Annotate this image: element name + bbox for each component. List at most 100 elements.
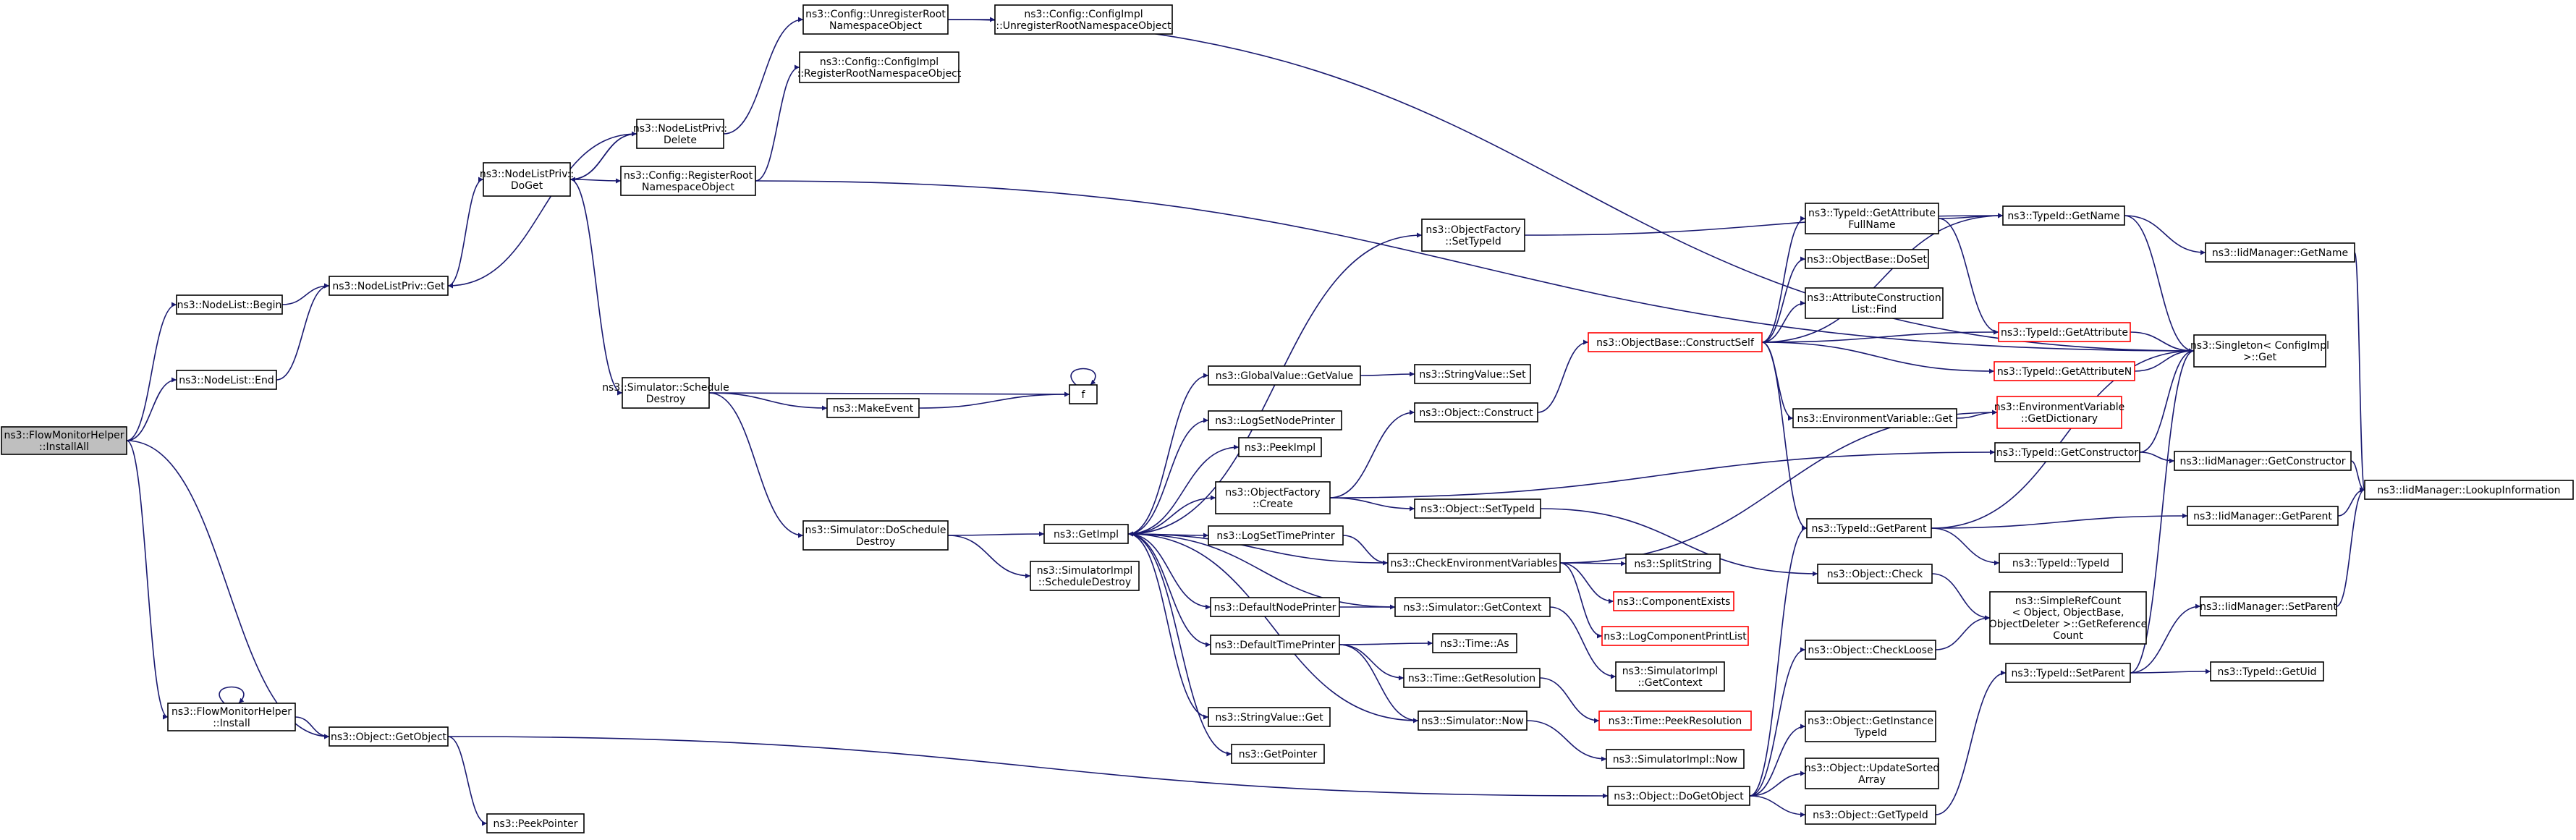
function-node-getobject[interactable]: ns3::Object::GetObject	[329, 726, 449, 747]
call-edge-cfg_reg-to-cfgimpl_reg	[755, 64, 800, 182]
function-node-gv_getvalue[interactable]: ns3::GlobalValue::GetValue	[1208, 365, 1361, 386]
function-node-tid_getname[interactable]: ns3::TypeId::GetName	[2002, 205, 2125, 226]
function-node-install[interactable]: ns3::FlowMonitorHelper::Install	[167, 703, 296, 731]
function-node-tid_getuid[interactable]: ns3::TypeId::GetUid	[2210, 661, 2324, 682]
node-box	[1817, 564, 1933, 584]
function-node-peekimpl[interactable]: ns3::PeekImpl	[1238, 437, 1322, 457]
node-box	[486, 813, 585, 833]
function-node-simimpl_now[interactable]: ns3::SimulatorImpl::Now	[1606, 749, 1745, 769]
function-node-logcompprint[interactable]: ns3::LogComponentPrintList	[1601, 626, 1749, 646]
function-node-logsettime[interactable]: ns3::LogSetTimePrinter	[1208, 525, 1344, 546]
function-node-nlp_delete[interactable]: ns3::NodeListPriv::Delete	[633, 119, 727, 149]
node-label-line: ns3::IidManager::GetConstructor	[2179, 456, 2345, 467]
node-label-line: ns3::TypeId::GetAttribute	[1808, 208, 1936, 219]
function-node-splitstring[interactable]: ns3::SplitString	[1625, 553, 1721, 574]
node-label-line: ns3::FlowMonitorHelper	[4, 430, 124, 441]
function-node-obj_dogetobject[interactable]: ns3::Object::DoGetObject	[1607, 786, 1750, 806]
function-node-obj_checkloose[interactable]: ns3::Object::CheckLoose	[1805, 640, 1936, 660]
function-node-of_settypeid[interactable]: ns3::ObjectFactory::SetTypeId	[1421, 219, 1525, 252]
node-label-line: ns3::ComponentExists	[1617, 596, 1731, 608]
function-node-sv_get[interactable]: ns3::StringValue::Get	[1208, 707, 1331, 727]
function-node-iid_getname[interactable]: ns3::IidManager::GetName	[2205, 242, 2355, 263]
function-node-tid_getattr[interactable]: ns3::TypeId::GetAttribute	[1998, 322, 2131, 342]
function-node-peekpointer[interactable]: ns3::PeekPointer	[486, 813, 585, 833]
node-label-line: ns3::ObjectBase::DoSet	[1807, 254, 1927, 266]
node-label-line: ns3::Object::GetInstance	[1808, 716, 1933, 727]
function-node-time_peekres[interactable]: ns3::Time::PeekResolution	[1598, 710, 1752, 731]
function-node-cfgimpl_reg[interactable]: ns3::Config::ConfigImpl::RegisterRootNam…	[797, 51, 962, 83]
node-box	[1421, 219, 1525, 252]
node-box	[1588, 332, 1763, 352]
function-node-tid_typeid[interactable]: ns3::TypeId::TypeId	[1999, 553, 2123, 573]
function-node-tid_setparent[interactable]: ns3::TypeId::SetParent	[2005, 663, 2131, 683]
function-node-iid_getconstructor[interactable]: ns3::IidManager::GetConstructor	[2174, 451, 2352, 471]
function-node-simplerefcount[interactable]: ns3::SimpleRefCount< Object, ObjectBase,…	[1989, 591, 2147, 645]
call-edge-cfg_unreg-to-singleton_get	[947, 19, 2195, 354]
function-node-tid_getconstructor[interactable]: ns3::TypeId::GetConstructor	[1994, 442, 2140, 462]
function-node-of_create[interactable]: ns3::ObjectFactory::Create	[1215, 481, 1331, 514]
call-edge-logsettime-to-checkenv	[1342, 535, 1389, 566]
function-node-envvar_getdict[interactable]: ns3::EnvironmentVariable::GetDictionary	[1994, 396, 2125, 429]
function-node-obj_settypeid[interactable]: ns3::Object::SetTypeId	[1414, 499, 1541, 519]
function-node-nlp_doget[interactable]: ns3::NodeListPriv::DoGet	[480, 162, 574, 197]
call-edge-tid_getconstructor-to-iid_getconstructor	[2139, 451, 2175, 464]
function-node-deftimeprinter[interactable]: ns3::DefaultTimePrinter	[1210, 635, 1340, 655]
function-node-begin[interactable]: ns3::NodeList::Begin	[176, 294, 283, 315]
function-node-obj_check[interactable]: ns3::Object::Check	[1817, 564, 1933, 584]
function-node-sim_now[interactable]: ns3::Simulator::Now	[1418, 710, 1528, 731]
node-label-line: ns3::DefaultTimePrinter	[1215, 640, 1336, 651]
function-node-ob_constructself[interactable]: ns3::ObjectBase::ConstructSelf	[1588, 332, 1763, 352]
function-node-nlp_get[interactable]: ns3::NodeListPriv::Get	[329, 276, 449, 296]
function-node-cfgimpl_unreg[interactable]: ns3::Config::ConfigImpl::UnregisterRootN…	[994, 4, 1173, 35]
call-edge-checkenv-to-logcompprint	[1559, 562, 1603, 639]
function-node-obj_construct[interactable]: ns3::Object::Construct	[1414, 402, 1538, 423]
function-node-time_as[interactable]: ns3::Time::As	[1432, 633, 1517, 653]
node-box	[329, 276, 449, 296]
call-edge-deftimeprinter-to-time_as	[1339, 640, 1433, 646]
node-box	[1989, 591, 2147, 645]
function-node-compexists[interactable]: ns3::ComponentExists	[1613, 591, 1734, 611]
function-node-simimpl_getcontext[interactable]: ns3::SimulatorImpl::GetContext	[1615, 661, 1725, 692]
function-node-envvar_get[interactable]: ns3::EnvironmentVariable::Get	[1792, 408, 1957, 428]
function-node-sim_getcontext[interactable]: ns3::Simulator::GetContext	[1394, 597, 1551, 617]
function-node-f[interactable]: f	[1069, 384, 1098, 404]
function-node-cfg_reg[interactable]: ns3::Config::RegisterRootNamespaceObject	[620, 166, 756, 196]
node-box	[1069, 384, 1098, 404]
function-node-root[interactable]: ns3::FlowMonitorHelper::InstallAll	[1, 426, 127, 455]
function-node-getpointer[interactable]: ns3::GetPointer	[1231, 744, 1325, 764]
call-edge-time_getres-to-time_peekres	[1539, 677, 1600, 724]
call-edge-checkenv-to-getimpl	[1127, 531, 1389, 564]
call-edge-tid_getattrfull-to-tid_getattr	[1938, 218, 1999, 335]
function-node-getimpl[interactable]: ns3::GetImpl	[1043, 524, 1129, 544]
node-label-line: ::GetDictionary	[2021, 413, 2098, 425]
function-node-defnodeprinter[interactable]: ns3::DefaultNodePrinter	[1210, 597, 1340, 617]
function-node-cfg_unreg[interactable]: ns3::Config::UnregisterRootNamespaceObje…	[802, 4, 949, 35]
function-node-tid_getattrn[interactable]: ns3::TypeId::GetAttributeN	[1994, 361, 2135, 381]
function-node-tid_getparent[interactable]: ns3::TypeId::GetParent	[1806, 518, 1932, 538]
call-edge-of_create-to-obj_settypeid	[1329, 497, 1415, 512]
node-box	[1432, 633, 1517, 653]
call-edge-ob_constructself-to-envvar_get	[1761, 341, 1794, 421]
function-node-time_getres[interactable]: ns3::Time::GetResolution	[1403, 668, 1541, 688]
function-node-checkenv[interactable]: ns3::CheckEnvironmentVariables	[1387, 553, 1561, 573]
function-node-iid_getparent[interactable]: ns3::IidManager::GetParent	[2187, 506, 2339, 526]
function-node-singleton_get[interactable]: ns3::Singleton< ConfigImpl >::Get	[2190, 334, 2329, 368]
node-label-line: f	[1082, 389, 1086, 401]
function-node-makeevent[interactable]: ns3::MakeEvent	[826, 398, 920, 418]
function-node-sv_set[interactable]: ns3::StringValue::Set	[1414, 364, 1531, 384]
function-node-iid_setparent[interactable]: ns3::IidManager::SetParent	[2200, 596, 2337, 616]
call-edge-envvar_get-to-envvar_getdict	[1956, 410, 1998, 419]
function-node-ob_doset[interactable]: ns3::ObjectBase::DoSet	[1805, 249, 1929, 269]
function-node-end[interactable]: ns3::NodeList::End	[176, 370, 277, 390]
function-node-sim_schedule[interactable]: ns3::Simulator::ScheduleDestroy	[602, 377, 729, 409]
function-node-iid_lookup[interactable]: ns3::IidManager::LookupInformation	[2364, 480, 2574, 500]
function-node-obj_gettypeid[interactable]: ns3::Object::GetTypeId	[1805, 805, 1936, 825]
function-node-simimpl_schedule[interactable]: ns3::SimulatorImpl::ScheduleDestroy	[1030, 561, 1140, 591]
call-edge-ob_constructself-to-tid_getattr	[1761, 329, 1999, 343]
function-node-logsetnode[interactable]: ns3::LogSetNodePrinter	[1208, 410, 1342, 430]
